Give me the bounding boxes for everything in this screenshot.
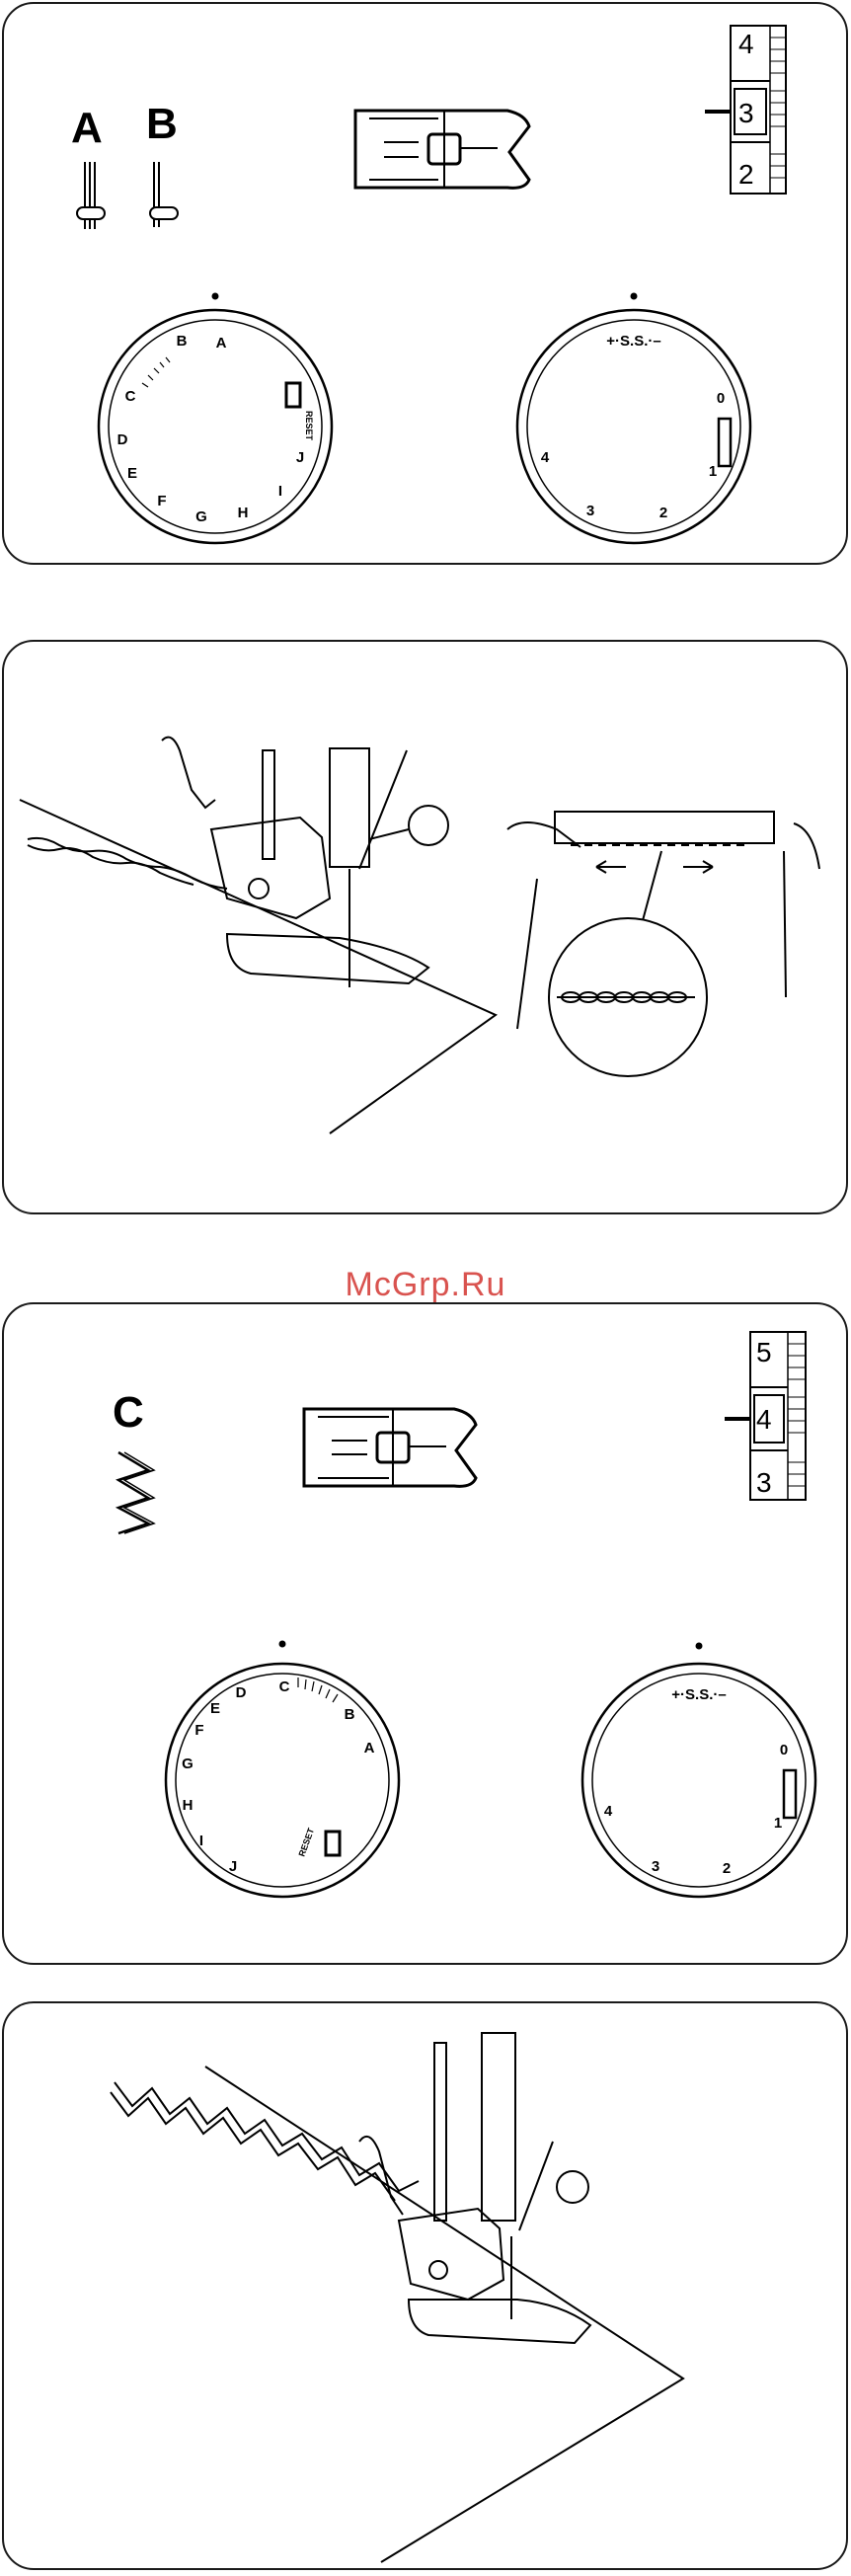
stitch-letter-b: B xyxy=(146,100,178,148)
length-num-0: 0 xyxy=(717,390,725,407)
dial2-letter-a: A xyxy=(364,1740,375,1756)
zigzag-sewing-illustration xyxy=(4,2003,848,2570)
thread xyxy=(359,750,407,869)
watermark: McGrp.Ru xyxy=(0,1266,851,1304)
right-hand xyxy=(794,823,819,869)
needle-clamp-screw xyxy=(409,806,448,845)
length2-num-1: 1 xyxy=(774,1815,782,1832)
length-dial-2: +·S.S.·– 0 1 2 3 4 xyxy=(582,1643,815,1898)
tension-scale-2: 5 4 3 xyxy=(725,1332,806,1500)
dial-letter-e: E xyxy=(127,465,137,482)
foot-lever xyxy=(162,738,215,808)
length-num-1: 1 xyxy=(709,463,717,480)
stitch-line-2 xyxy=(28,845,193,885)
tension-value-bottom: 2 xyxy=(738,159,754,190)
dial2-letter-j: J xyxy=(229,1858,237,1875)
length-dial-top-label: +·S.S.·– xyxy=(606,333,660,350)
dial-letter-j: J xyxy=(296,449,304,466)
settings-panel-1: A B xyxy=(2,2,848,565)
length2-num-2: 2 xyxy=(723,1860,731,1877)
fabric-outline xyxy=(20,800,496,1133)
length-num-4: 4 xyxy=(541,449,550,466)
dial2-letter-i: I xyxy=(199,1833,203,1849)
dial2-letter-c: C xyxy=(279,1678,290,1695)
dial-letter-b: B xyxy=(177,333,188,350)
length2-num-0: 0 xyxy=(780,1742,788,1758)
presser-foot-icon-2 xyxy=(304,1409,476,1486)
fabric-outline-2 xyxy=(205,2067,683,2562)
settings-illustration-1: A B xyxy=(4,4,848,565)
length2-num-3: 3 xyxy=(652,1858,659,1875)
sewing-illustration-panel-4 xyxy=(2,2001,848,2570)
dial-letter-i: I xyxy=(278,483,282,500)
dial-indicator-dot-2 xyxy=(631,293,638,300)
stitch-letter-c: C xyxy=(113,1388,144,1437)
dial-letter-g: G xyxy=(195,508,207,525)
dial-letter-h: H xyxy=(238,505,249,521)
pattern-dial-2: A B C D E F G H I J RESET xyxy=(166,1641,399,1898)
length-num-3: 3 xyxy=(586,503,594,519)
tension-scale: 4 3 2 xyxy=(705,26,786,194)
presser-foot-sole-2 xyxy=(409,2300,590,2343)
foot-lever-2 xyxy=(359,2137,403,2215)
fabric-sample xyxy=(555,812,774,843)
straight-stitch-icon-a xyxy=(77,162,105,229)
straight-stitch-icon-b xyxy=(150,162,178,227)
tension-value-top-2: 5 xyxy=(756,1337,772,1367)
straight-stitch-sewing-illustration xyxy=(4,642,848,1214)
presser-foot-shank-2 xyxy=(399,2209,503,2300)
tension-value-selected: 3 xyxy=(738,98,754,128)
dial2-letter-f: F xyxy=(194,1722,203,1739)
zigzag-stitch-line-2 xyxy=(111,2092,395,2201)
settings-illustration-3: C 5 4 xyxy=(4,1304,848,1965)
length-num-2: 2 xyxy=(659,505,667,521)
length-dial-top-label-2: +·S.S.·– xyxy=(671,1686,726,1703)
tension-value-bottom-2: 3 xyxy=(756,1467,772,1498)
foot-screw xyxy=(249,879,269,898)
dial2-letter-d: D xyxy=(236,1684,247,1701)
length2-num-4: 4 xyxy=(604,1803,613,1820)
tension-value-top: 4 xyxy=(738,29,754,59)
settings-panel-3: C 5 4 xyxy=(2,1302,848,1965)
dial-indicator-dot xyxy=(212,293,219,300)
needle-clamp-screw-2 xyxy=(557,2171,588,2203)
presser-bar-2 xyxy=(482,2033,515,2221)
thread-2 xyxy=(519,2142,553,2230)
dial2-letter-e: E xyxy=(210,1700,220,1717)
needle-bar-2 xyxy=(434,2043,446,2221)
presser-foot-icon xyxy=(355,111,529,188)
stitch-letter-a: A xyxy=(71,104,103,152)
foot-screw-2 xyxy=(429,2261,447,2279)
length-dial: +·S.S.·– 0 1 2 3 4 xyxy=(517,293,750,544)
dial-letter-a: A xyxy=(216,335,227,351)
dial2-letter-g: G xyxy=(182,1756,193,1772)
sewing-illustration-panel-2 xyxy=(2,640,848,1214)
pattern-dial: A B C D E F G H I J RESET xyxy=(99,293,332,544)
dial2-letter-b: B xyxy=(345,1706,355,1723)
dial-letter-d: D xyxy=(117,431,128,448)
dial2-letter-h: H xyxy=(183,1797,193,1814)
presser-foot-shank xyxy=(211,818,330,918)
dial-letter-f: F xyxy=(157,493,166,509)
needle-bar xyxy=(263,750,274,859)
presser-foot-sole xyxy=(227,934,428,983)
reset-label: RESET xyxy=(304,411,314,441)
presser-bar xyxy=(330,748,369,867)
tension-value-selected-2: 4 xyxy=(756,1404,772,1435)
dial-letter-c: C xyxy=(125,388,136,405)
